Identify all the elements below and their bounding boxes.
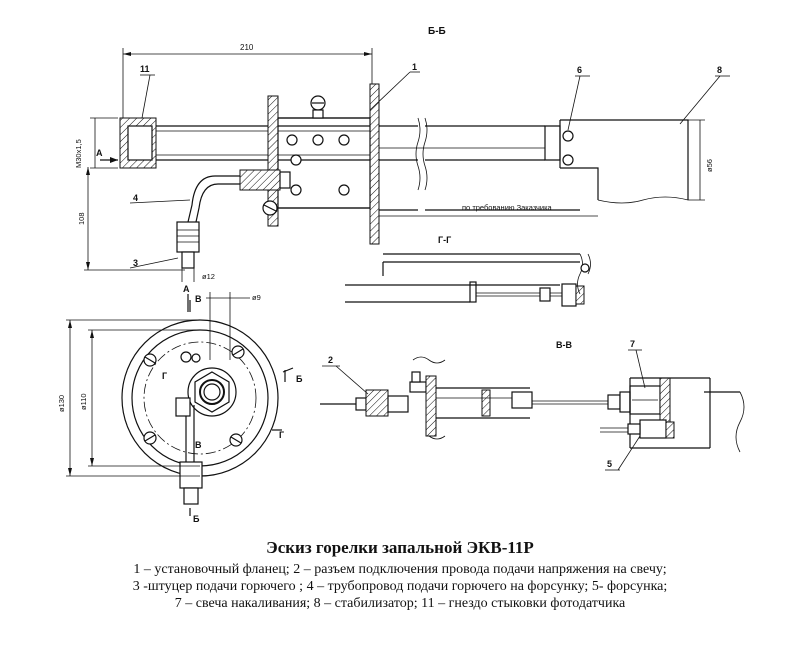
dim-height: 108: [77, 212, 86, 225]
callout-11: 11: [140, 64, 150, 74]
flange-screw-side: [262, 200, 278, 216]
stabilizer: [544, 119, 689, 204]
caption-line-2: 3 -штуцер подачи горючего ; 4 – трубопро…: [132, 579, 668, 594]
callout-1: 1: [412, 62, 417, 72]
callout-4: 4: [133, 193, 138, 203]
fuel-fitting: [176, 221, 200, 269]
dim-inner: ø110: [79, 393, 88, 410]
section-label-gg: Г-Г: [438, 235, 451, 245]
callout-2: 2: [328, 355, 333, 365]
callout-6: 6: [577, 65, 582, 75]
side-view: Б-Б 210 M30x1,5 А 108: [74, 26, 730, 312]
dim-note: по требованию Заказчика: [462, 203, 553, 212]
dim-stabilizer: ø56: [705, 159, 714, 172]
cut-mark-b1: Б: [296, 374, 303, 384]
glow-plug: [607, 385, 661, 415]
caption-title: Эскиз горелки запальной ЭКВ-11Р: [266, 538, 534, 557]
section-label-bb: Б-Б: [428, 26, 446, 37]
caption-line-3: 7 – свеча накаливания; 8 – стабилизатор;…: [174, 596, 626, 611]
callout-5: 5: [607, 459, 612, 469]
cut-mark-b2: Б: [193, 514, 200, 524]
figure-caption: Эскиз горелки запальной ЭКВ-11Р 1 – уста…: [60, 538, 740, 612]
caption-line-1: 1 – установочный фланец; 2 – разъем подк…: [133, 562, 667, 577]
burner-drawing: Б-Б 210 M30x1,5 А 108: [57, 26, 745, 524]
section-gg: Г-Г: [345, 235, 591, 307]
flange-bolt-holes: [143, 345, 245, 447]
dim-thread: M30x1,5: [74, 139, 83, 168]
cut-mark-g2: Г: [279, 430, 284, 440]
nozzle: [627, 419, 675, 439]
dim-outer: ø130: [57, 395, 66, 412]
dim-length: 210: [240, 43, 254, 52]
callout-3: 3: [133, 258, 138, 268]
front-view: В ø9 В Б: [57, 292, 303, 524]
cut-mark-a1: А: [96, 148, 103, 158]
dim-tube: ø12: [202, 272, 215, 281]
mounting-flange: [369, 83, 380, 245]
dim-nozzle: ø9: [252, 293, 261, 302]
flange-screw-top: [310, 95, 326, 119]
section-label-vv: В-В: [556, 340, 572, 350]
cut-mark-v1: В: [195, 294, 202, 304]
cut-mark-g1: Г: [162, 371, 167, 381]
callout-7: 7: [630, 339, 635, 349]
section-vv: В-В: [320, 339, 745, 471]
callout-8: 8: [717, 65, 722, 75]
cut-mark-v2: В: [195, 440, 202, 450]
fuel-pipeline: [187, 175, 245, 223]
cut-mark-a2: А: [183, 284, 190, 294]
voltage-connector: [355, 371, 427, 417]
